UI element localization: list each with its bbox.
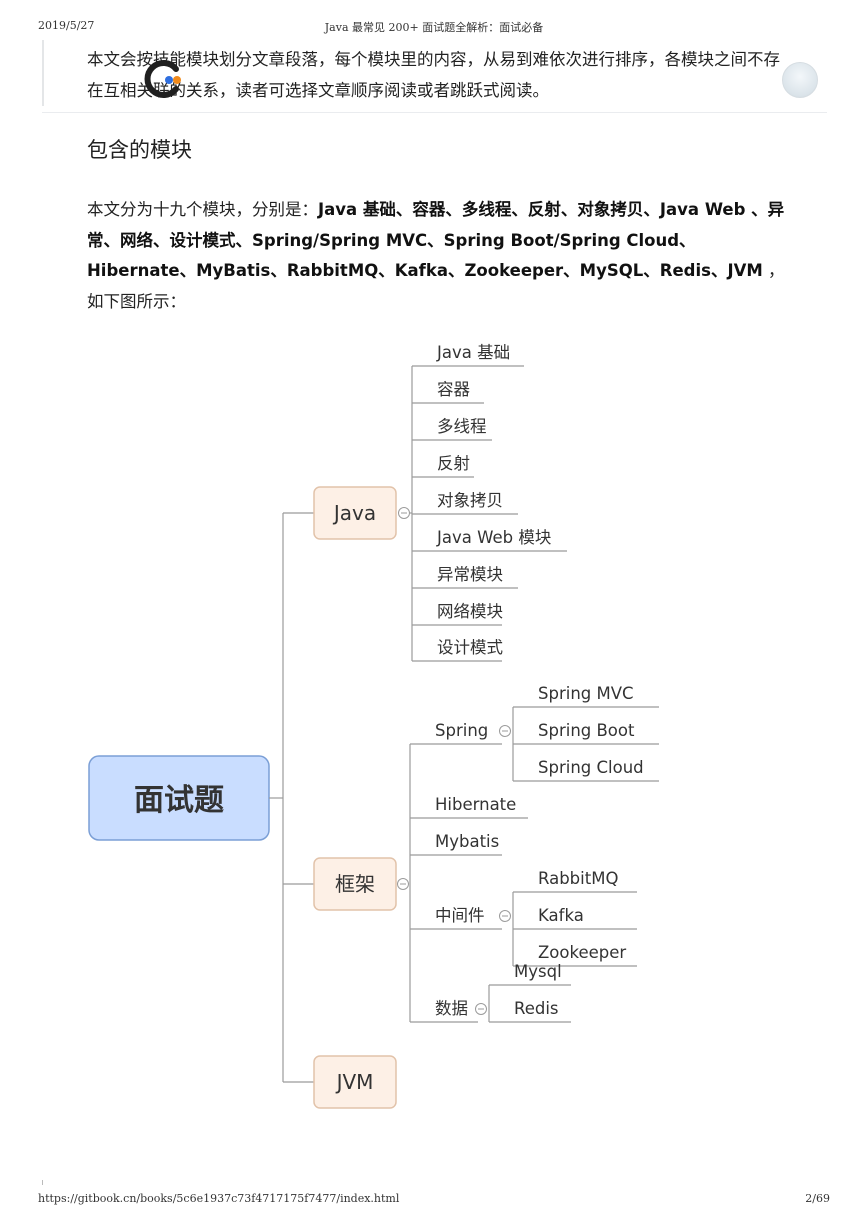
java-child-5-label: Java Web 模块 — [436, 528, 551, 547]
root-node-label: 面试题 — [134, 783, 224, 818]
java-child-3-label: 反射 — [437, 454, 470, 473]
header-title: Java 最常见 200+ 面试题全解析：面试必备 — [324, 21, 544, 34]
framework-group-3-collapse-icon — [499, 910, 511, 922]
java-child-2-label: 多线程 — [437, 417, 487, 436]
java-collapse-icon — [398, 507, 410, 519]
paragraph-tail: ，如下图所示： — [87, 261, 785, 311]
blockquote-bar — [42, 40, 44, 106]
framework-group-4-label: 数据 — [435, 999, 468, 1018]
logo-icon — [144, 60, 181, 98]
framework-group-3-child-2-label: Zookeeper — [538, 943, 626, 962]
framework-group-0-collapse-icon — [499, 725, 511, 737]
branch-framework-node — [313, 857, 397, 911]
framework-group-0-child-1-label: Spring Boot — [538, 721, 635, 740]
branch-jvm-label: JVM — [335, 1070, 374, 1094]
framework-group-0-label: Spring — [435, 721, 488, 740]
java-child-4-label: 对象拷贝 — [437, 491, 503, 510]
framework-group-3-child-0-label: RabbitMQ — [538, 869, 618, 888]
framework-group-0-child-0-label: Spring MVC — [538, 684, 634, 703]
paragraph-lead: 本文分为十九个模块，分别是： — [87, 200, 318, 219]
framework-group-4-collapse-icon — [475, 1003, 487, 1015]
paragraph-modules: Java 基础、容器、多线程、反射、对象拷贝、Java Web 、异常、网络、设… — [87, 200, 785, 280]
framework-group-2-label: Mybatis — [435, 832, 499, 851]
framework-group-1-label: Hibernate — [435, 795, 516, 814]
intro-text: 本文会按技能模块划分文章段落，每个模块里的内容，从易到难依次进行排序，各模块之间… — [87, 50, 780, 100]
java-child-8-label: 设计模式 — [437, 638, 503, 657]
java-child-0-label: Java 基础 — [436, 343, 510, 362]
branch-framework-label: 框架 — [335, 872, 375, 896]
framework-group-4-child-1-label: Redis — [514, 999, 559, 1018]
framework-group-3-label: 中间件 — [435, 906, 485, 925]
section-title: 包含的模块 — [87, 138, 192, 162]
framework-group-3-child-1-label: Kafka — [538, 906, 584, 925]
modules-paragraph: 本文分为十九个模块，分别是：Java 基础、容器、多线程、反射、对象拷贝、Jav… — [87, 195, 787, 317]
branch-jvm-node — [313, 1055, 397, 1109]
java-child-6-label: 异常模块 — [437, 565, 503, 584]
java-child-1-label: 容器 — [437, 380, 471, 399]
framework-group-0-child-2-label: Spring Cloud — [538, 758, 644, 777]
header-date: 2019/5/27 — [38, 19, 95, 32]
avatar[interactable] — [782, 62, 818, 98]
footer-page-number: 2/69 — [805, 1192, 830, 1205]
branch-java-label: Java — [332, 501, 376, 525]
java-child-7-label: 网络模块 — [437, 602, 503, 621]
footer-url: https://gitbook.cn/books/5c6e1937c73f471… — [38, 1192, 400, 1205]
framework-group-4-child-0-label: Mysql — [514, 962, 562, 981]
branch-java-node — [313, 486, 397, 540]
divider — [42, 112, 827, 113]
page-mark — [42, 1180, 43, 1185]
framework-collapse-icon — [397, 878, 409, 890]
